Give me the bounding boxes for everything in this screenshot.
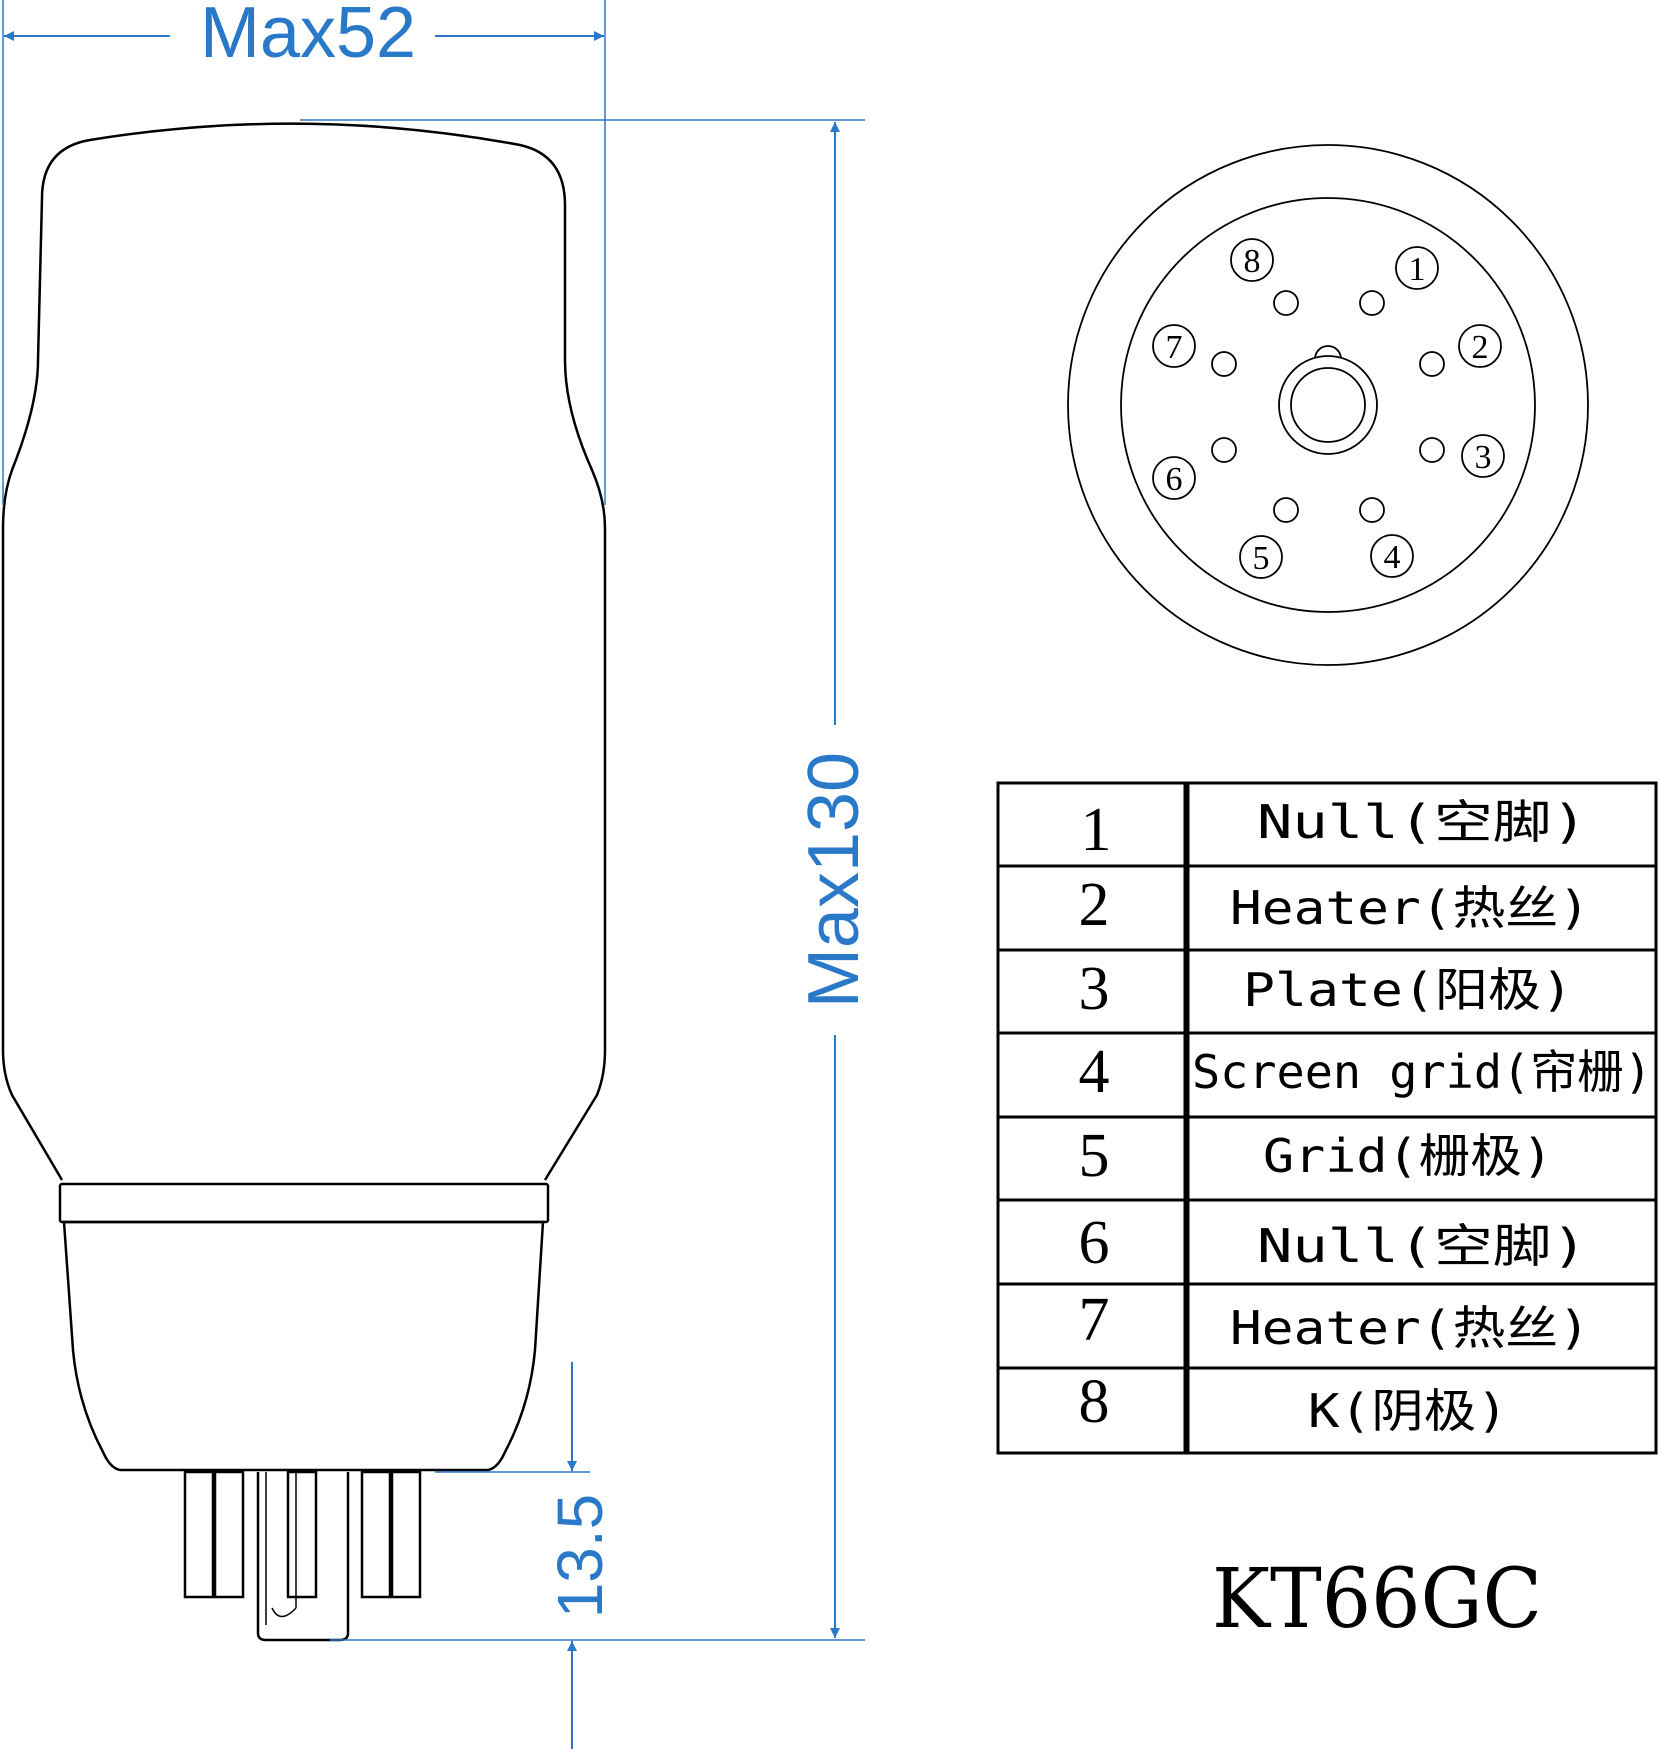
base-band [58, 1182, 550, 1224]
pin-function-cell: Heater(热丝) [1230, 881, 1590, 935]
pin-length-label: 13.5 [544, 1494, 616, 1619]
pin-holes [1211, 290, 1445, 523]
pin-marker-label: 4 [1384, 539, 1401, 576]
pin-table-grid [996, 781, 1658, 1455]
dimension-lines [2, 0, 865, 1749]
pin-marker-8: 8 [1230, 238, 1274, 282]
center-key-post [256, 1472, 350, 1642]
pin-marker-label: 3 [1475, 439, 1492, 476]
table-row: 2 Heater(热丝) [1079, 871, 1591, 939]
pin-number-cell: 3 [1079, 955, 1110, 1023]
pin-function-cell: Screen grid(帘栅) [1192, 1045, 1652, 1099]
table-row: 8 K(阴极) [1079, 1368, 1509, 1438]
pin-number-cell: 2 [1079, 871, 1110, 939]
pin [286, 1470, 318, 1599]
pin-marker-label: 1 [1409, 251, 1426, 288]
pin-function-cell: K(阴极) [1308, 1384, 1508, 1438]
pin [183, 1470, 215, 1599]
pin-marker-5: 5 [1239, 535, 1283, 579]
pin-marker-2: 2 [1458, 324, 1502, 368]
pin-marker-label: 8 [1244, 243, 1261, 280]
base-bottom-view [1067, 144, 1589, 666]
pin-marker-6: 6 [1152, 456, 1196, 500]
center-key-inner [1290, 367, 1366, 443]
pin-function-cell: Null(空脚) [1257, 1219, 1587, 1273]
pin-hole [1211, 351, 1237, 377]
width-label: Max52 [200, 0, 416, 73]
pin-number-markers: 1 2 3 4 5 6 7 8 [1152, 238, 1505, 579]
model-name: KT66GC [1212, 1552, 1542, 1647]
pin [390, 1470, 422, 1599]
pin-function-cell: Heater(热丝) [1230, 1301, 1590, 1355]
table-row: 5 Grid(栅极) [1079, 1122, 1554, 1190]
pin-marker-label: 2 [1472, 329, 1489, 366]
base-inner-ring [1120, 197, 1536, 613]
table-row: 7 Heater(热丝) [1079, 1286, 1591, 1355]
pin-number-cell: 5 [1079, 1122, 1110, 1190]
pin-function-cell: Grid(栅极) [1263, 1129, 1553, 1183]
pin-hole [1273, 497, 1299, 523]
pin [360, 1470, 392, 1599]
pin [213, 1470, 245, 1599]
height-label: Max130 [794, 752, 874, 1008]
pin-marker-7: 7 [1152, 324, 1196, 368]
tube-side-view [1, 122, 607, 1642]
pin-hole [1419, 437, 1445, 463]
pin-hole [1359, 290, 1385, 316]
pin-marker-1: 1 [1395, 246, 1439, 290]
base-outer-ring [1067, 144, 1589, 666]
pin-number-cell: 8 [1079, 1368, 1110, 1436]
pin-marker-4: 4 [1370, 534, 1414, 578]
pin-marker-label: 5 [1253, 540, 1270, 577]
pin-function-cell: Plate(阳极) [1243, 963, 1573, 1017]
pin-number-cell: 4 [1079, 1038, 1110, 1106]
pin-marker-label: 7 [1166, 329, 1183, 366]
base-pins [183, 1470, 422, 1642]
pin-marker-3: 3 [1461, 434, 1505, 478]
center-key-outer [1278, 355, 1378, 455]
pin-hole [1419, 351, 1445, 377]
center-key-bump [1314, 345, 1342, 360]
pin-hole [1359, 497, 1385, 523]
pin-number-cell: 7 [1079, 1286, 1110, 1354]
pin-marker-label: 6 [1166, 461, 1183, 498]
table-row: 1 Null(空脚) [1081, 795, 1588, 864]
pin-number-cell: 6 [1079, 1209, 1110, 1277]
pin-hole [1273, 290, 1299, 316]
pin-table: 1 Null(空脚) 2 Heater(热丝) 3 Plate(阳极) 4 Sc… [996, 781, 1658, 1455]
table-row: 6 Null(空脚) [1079, 1209, 1588, 1277]
table-row: 4 Screen grid(帘栅) [1079, 1038, 1653, 1106]
glass-envelope [1, 122, 607, 1181]
pin-number-cell: 1 [1081, 796, 1112, 864]
pin-function-cell: Null(空脚) [1257, 795, 1587, 849]
pin-hole [1211, 437, 1237, 463]
base-body [62, 1220, 545, 1472]
table-row: 3 Plate(阳极) [1079, 955, 1574, 1023]
